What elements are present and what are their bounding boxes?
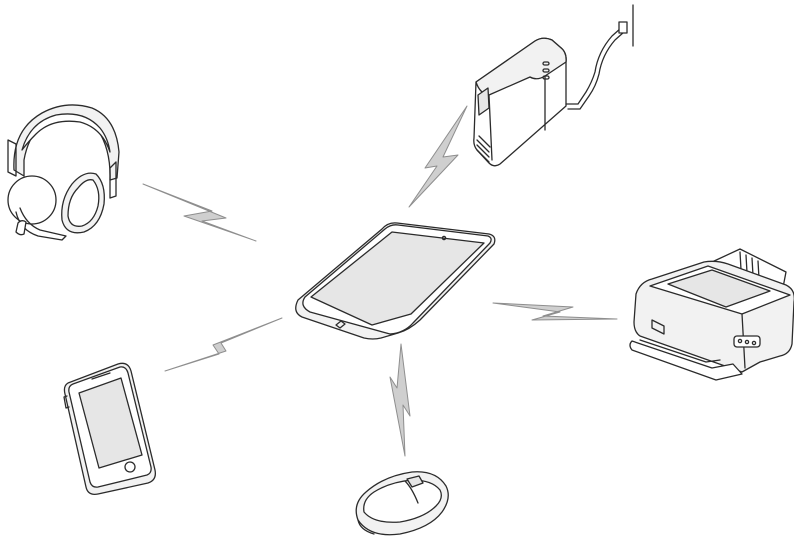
headset-icon bbox=[8, 105, 119, 240]
wireless-bolt-printer bbox=[493, 303, 617, 320]
printer-icon bbox=[630, 249, 794, 380]
router-icon bbox=[474, 5, 633, 166]
wireless-bolt-headset bbox=[143, 184, 256, 241]
smartphone-icon bbox=[64, 363, 155, 494]
wireless-bolt-mouse bbox=[390, 344, 410, 456]
mouse-icon bbox=[356, 472, 448, 535]
wireless-bolt-smartphone bbox=[165, 318, 282, 371]
wireless-bolt-router bbox=[409, 106, 467, 207]
tablet-icon bbox=[296, 223, 495, 339]
